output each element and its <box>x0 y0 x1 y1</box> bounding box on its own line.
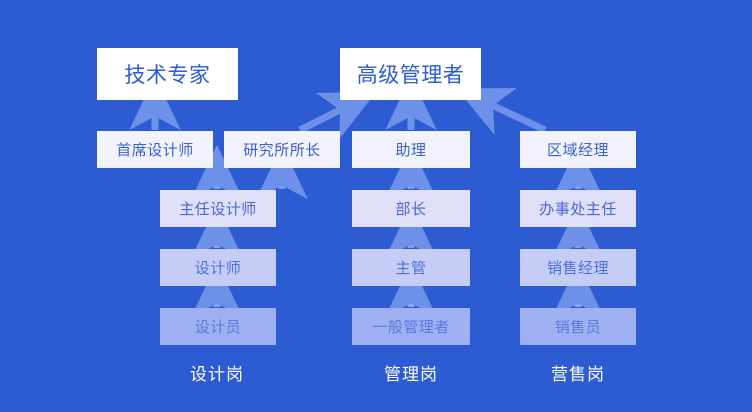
node-junior-designer[interactable]: 设计员 <box>160 308 276 345</box>
node-tech-expert[interactable]: 技术专家 <box>97 48 238 100</box>
node-senior-manager[interactable]: 高级管理者 <box>340 48 481 100</box>
node-office-director[interactable]: 办事处主任 <box>520 190 636 227</box>
node-label: 区域经理 <box>546 142 609 159</box>
node-lead-designer[interactable]: 主任设计师 <box>160 190 276 227</box>
arrow-regional-manager-to-senior-manager <box>456 88 547 136</box>
column-label-text: 设计岗 <box>190 365 244 384</box>
node-regional-manager[interactable]: 区域经理 <box>520 131 636 168</box>
node-label: 部长 <box>395 201 427 218</box>
node-label: 高级管理者 <box>356 64 465 87</box>
node-label: 一般管理者 <box>372 319 450 336</box>
node-salesperson[interactable]: 销售员 <box>520 308 636 345</box>
node-label: 销售经理 <box>546 260 609 277</box>
column-label-management-track: 管理岗 <box>351 360 471 385</box>
arrow-institute-director-to-senior-manager <box>298 91 377 140</box>
node-department-head[interactable]: 部长 <box>352 190 470 227</box>
node-label: 销售员 <box>554 319 602 336</box>
node-institute-director[interactable]: 研究所所长 <box>224 131 340 168</box>
node-label: 办事处主任 <box>539 201 617 218</box>
column-label-text: 营售岗 <box>551 365 605 384</box>
node-general-manager[interactable]: 一般管理者 <box>352 308 470 345</box>
node-chief-designer[interactable]: 首席设计师 <box>97 131 213 168</box>
node-sales-manager[interactable]: 销售经理 <box>520 249 636 286</box>
node-designer[interactable]: 设计师 <box>160 249 276 286</box>
node-assistant[interactable]: 助理 <box>352 131 470 168</box>
node-label: 设计师 <box>194 260 242 277</box>
node-label: 助理 <box>395 142 427 159</box>
node-label: 设计员 <box>194 319 242 336</box>
node-supervisor[interactable]: 主管 <box>352 249 470 286</box>
column-label-design-track: 设计岗 <box>157 360 277 385</box>
node-label: 首席设计师 <box>116 142 194 159</box>
column-label-text: 管理岗 <box>384 365 438 384</box>
node-label: 主管 <box>395 260 427 277</box>
node-label: 主任设计师 <box>179 201 257 218</box>
node-label: 研究所所长 <box>243 142 321 159</box>
column-label-sales-track: 营售岗 <box>518 360 638 385</box>
node-label: 技术专家 <box>124 64 211 87</box>
